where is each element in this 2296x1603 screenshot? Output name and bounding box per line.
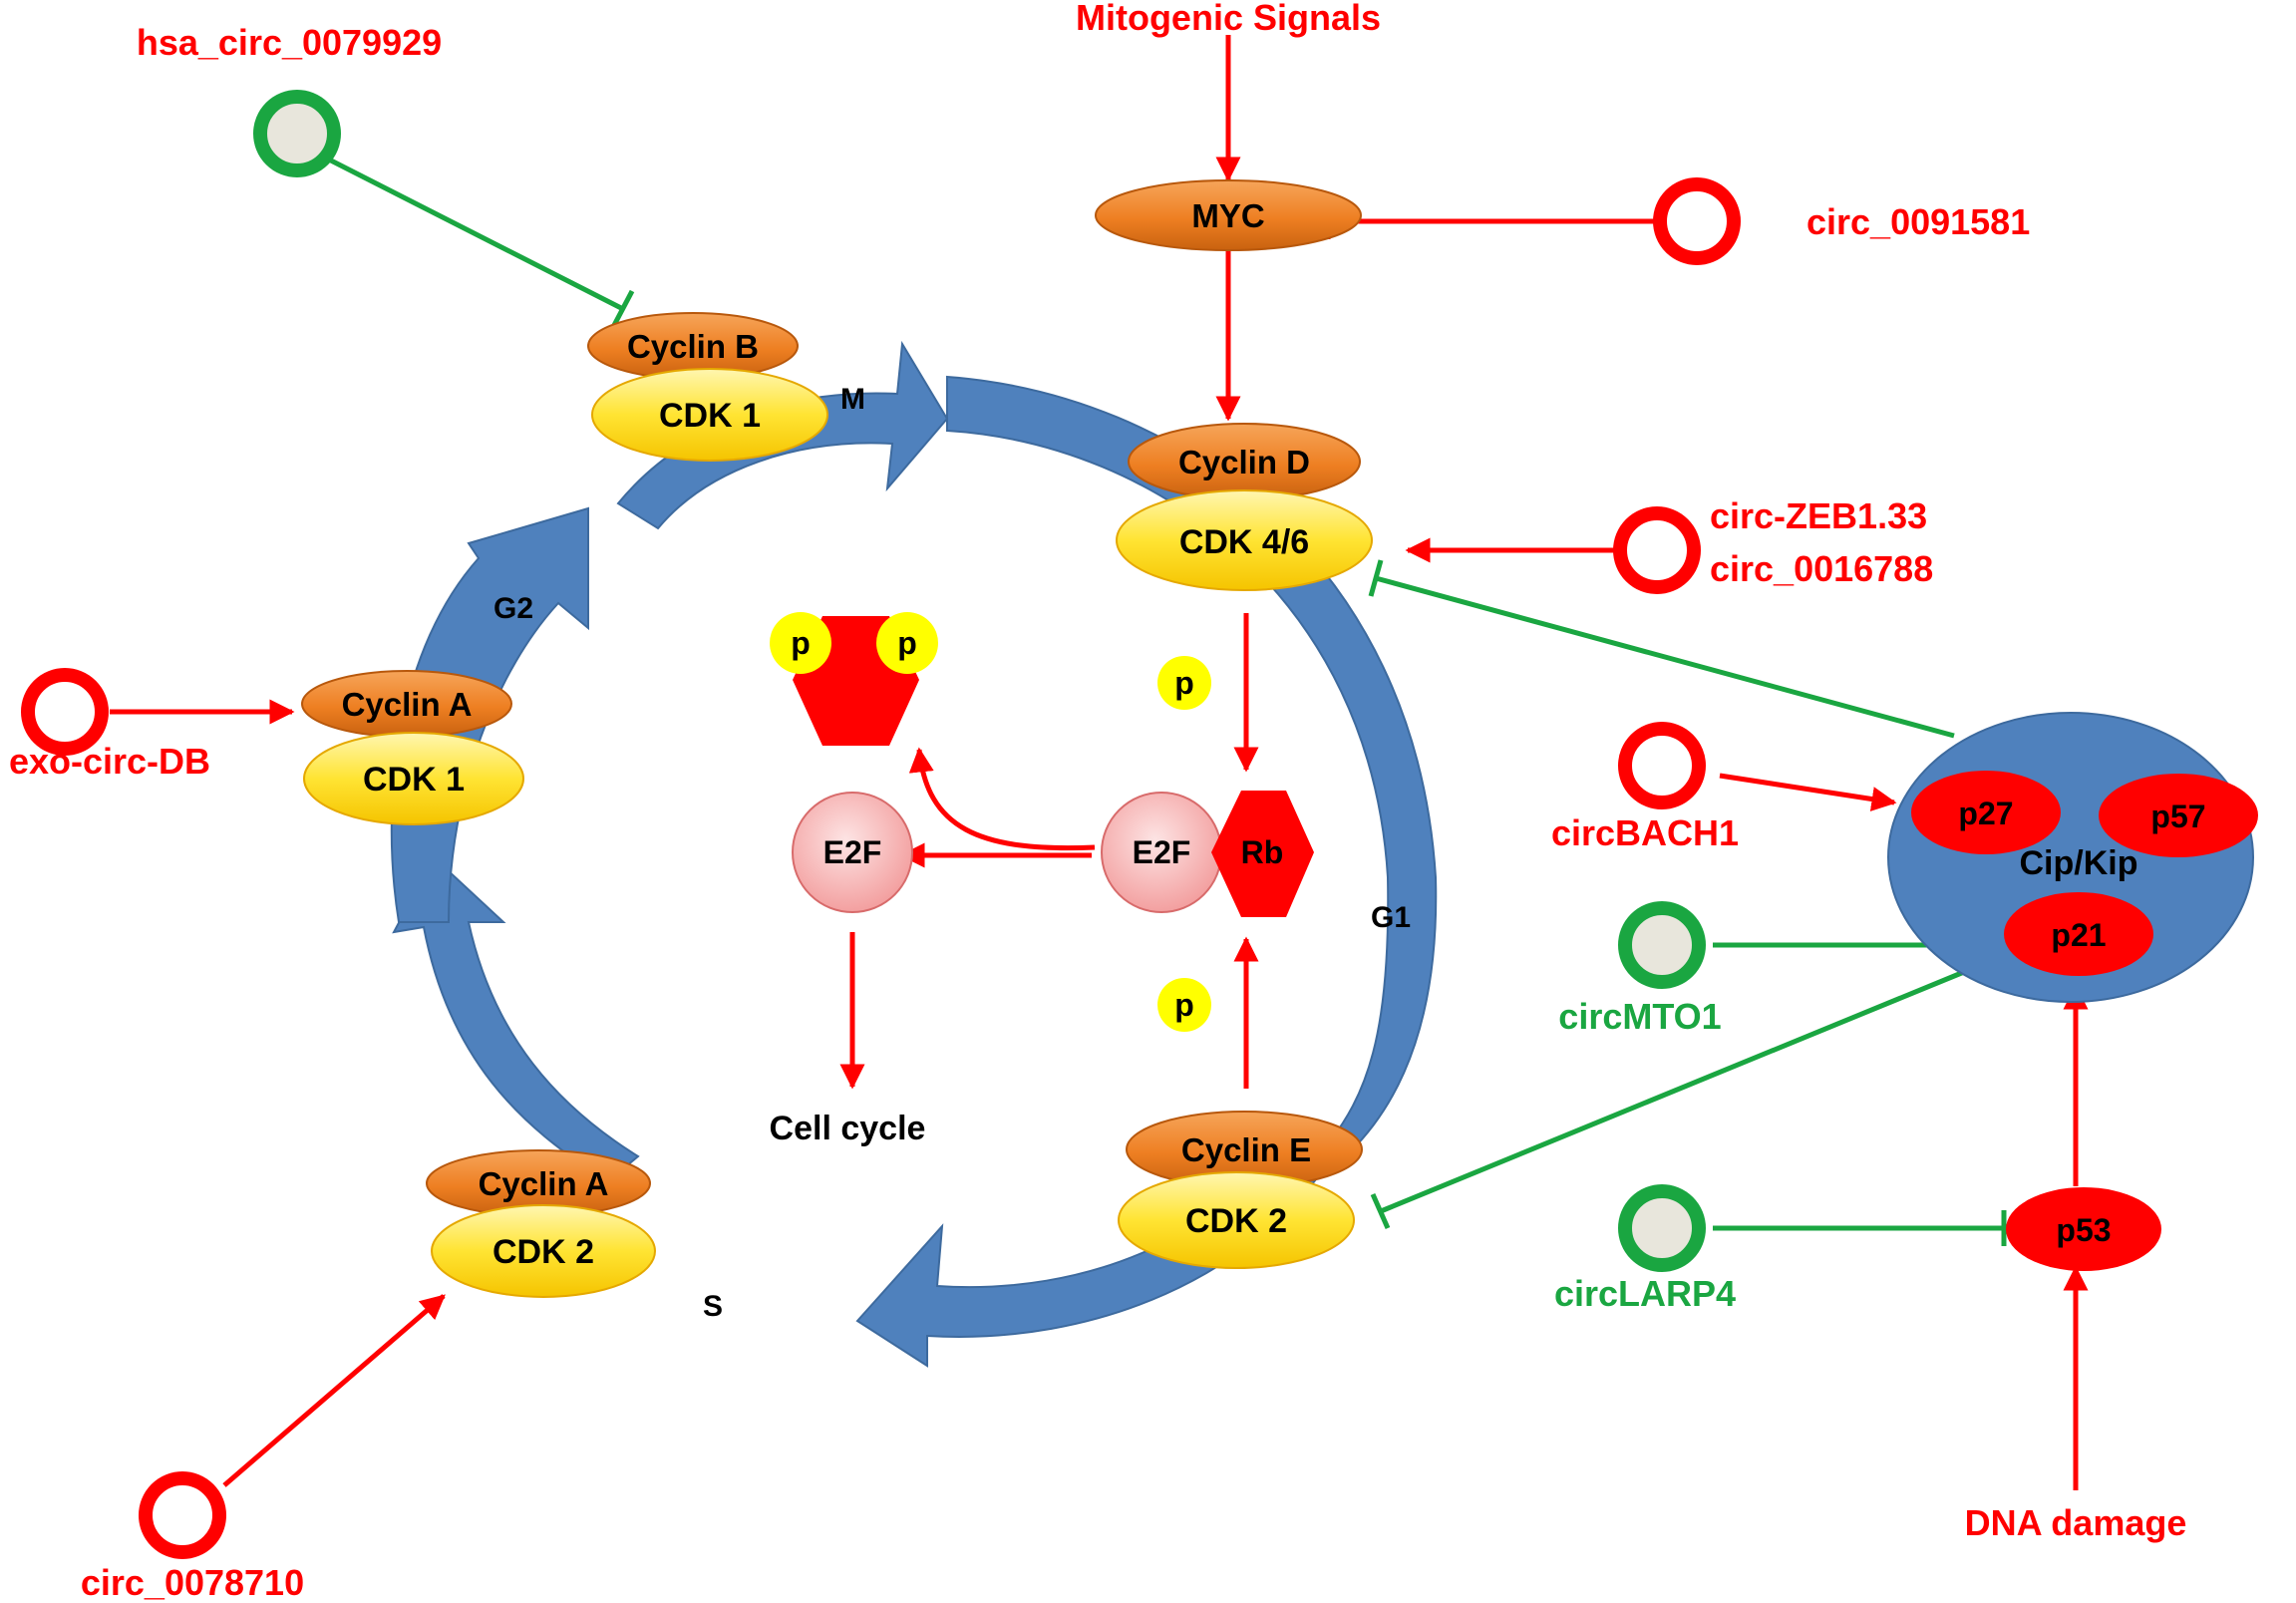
cdk1-g2-node xyxy=(303,732,524,825)
phase-m: M xyxy=(840,383,865,416)
phosphate-lower xyxy=(1157,978,1211,1032)
p57-label: p57 xyxy=(2150,799,2205,834)
cdk46-label: CDK 4/6 xyxy=(1179,523,1309,561)
circrna-rings xyxy=(21,90,1741,1559)
edge-circbach1-p27 xyxy=(1719,773,1897,811)
rb-label: Rb xyxy=(1241,834,1284,870)
edge-circ0078710-cdk2 xyxy=(222,1294,446,1487)
label-circ-0016788: circ_0016788 xyxy=(1710,548,1933,589)
phase-g2: G2 xyxy=(493,592,533,625)
cyclin-a-s-label: Cyclin A xyxy=(479,1165,609,1202)
phosphate-upper-label: p xyxy=(1174,665,1194,701)
phosphate-lower-label: p xyxy=(1174,987,1194,1023)
phase-s: S xyxy=(703,1290,723,1323)
phosphate-upper xyxy=(1157,656,1211,710)
cdk2-e-label: CDK 2 xyxy=(1185,1202,1287,1240)
cyclin-d-label: Cyclin D xyxy=(1178,444,1310,481)
p57-node xyxy=(2099,774,2258,857)
label-circ-zeb1: circ-ZEB1.33 xyxy=(1710,495,1927,536)
ring-exo-circ-db xyxy=(21,668,109,756)
ring-circ-larp4 xyxy=(1618,1184,1706,1272)
dna-damage-label: DNA damage xyxy=(1965,1502,2187,1543)
phosphate-right xyxy=(876,612,938,674)
e2f-free-label: E2F xyxy=(823,834,882,870)
myc-node xyxy=(1095,179,1362,251)
ring-circ-bach1 xyxy=(1618,722,1706,809)
phase-g1: G1 xyxy=(1371,901,1411,934)
e2f-bound-label: E2F xyxy=(1133,834,1191,870)
cdk2-e-node xyxy=(1118,1171,1355,1269)
edge-e2frb-prb xyxy=(908,747,1096,851)
p27-label: p27 xyxy=(1958,796,2013,831)
p21-label: p21 xyxy=(2051,917,2106,953)
phosphate-left-label: p xyxy=(791,625,811,661)
ring-circ-zeb1 xyxy=(1613,506,1701,594)
cdk2-s-node xyxy=(431,1204,656,1298)
cdk1-top-node xyxy=(591,368,828,462)
rb-node xyxy=(1211,791,1314,917)
phosphate-right-label: p xyxy=(897,625,917,661)
label-exo-circ-db: exo-circ-DB xyxy=(9,741,210,782)
label-circ-0091581: circ_0091581 xyxy=(1806,201,2030,242)
cell-cycle-label: Cell cycle xyxy=(770,1110,926,1147)
label-circ-larp4: circLARP4 xyxy=(1554,1273,1736,1314)
cyclin-e-label: Cyclin E xyxy=(1181,1131,1311,1168)
edge-cipkip-cdk46 xyxy=(1375,575,1955,739)
myc-label: MYC xyxy=(1191,197,1264,234)
p21-node xyxy=(2004,892,2153,976)
label-circ-mto1: circMTO1 xyxy=(1558,996,1721,1037)
e2f-free-node xyxy=(792,792,913,913)
edge-cipkip-cdk2 xyxy=(1380,969,1965,1214)
p53-node xyxy=(2006,1187,2161,1271)
cdk1-top-label: CDK 1 xyxy=(659,397,761,435)
p27-node xyxy=(1911,771,2061,854)
ring-circ-0091581 xyxy=(1653,177,1741,265)
cdk1-g2-label: CDK 1 xyxy=(363,761,465,799)
label-circ-bach1: circBACH1 xyxy=(1551,812,1739,853)
ring-circ-mto1 xyxy=(1618,901,1706,989)
p53-label: p53 xyxy=(2056,1212,2111,1248)
phosphate-left xyxy=(770,612,831,674)
cyclin-a-g2-label: Cyclin A xyxy=(342,686,473,723)
tbar-cipkip-cdk2 xyxy=(1370,1192,1391,1230)
tbar-hsacirc xyxy=(609,289,635,331)
cip-kip-label: Cip/Kip xyxy=(2020,844,2138,882)
ring-circ-0078710 xyxy=(139,1471,226,1559)
tbar-cipkip-cdk46 xyxy=(1368,559,1384,597)
cdk2-s-label: CDK 2 xyxy=(492,1233,594,1271)
ring-hsa-circ-0079929 xyxy=(253,90,341,177)
label-circ-0078710: circ_0078710 xyxy=(81,1562,304,1603)
label-hsa-circ-0079929: hsa_circ_0079929 xyxy=(137,22,442,63)
cyclin-b-label: Cyclin B xyxy=(627,328,759,365)
cdk46-node xyxy=(1116,489,1373,591)
mitogenic-signals-label: Mitogenic Signals xyxy=(1076,0,1381,38)
edge-hsacirc-cyclinb xyxy=(327,157,625,312)
